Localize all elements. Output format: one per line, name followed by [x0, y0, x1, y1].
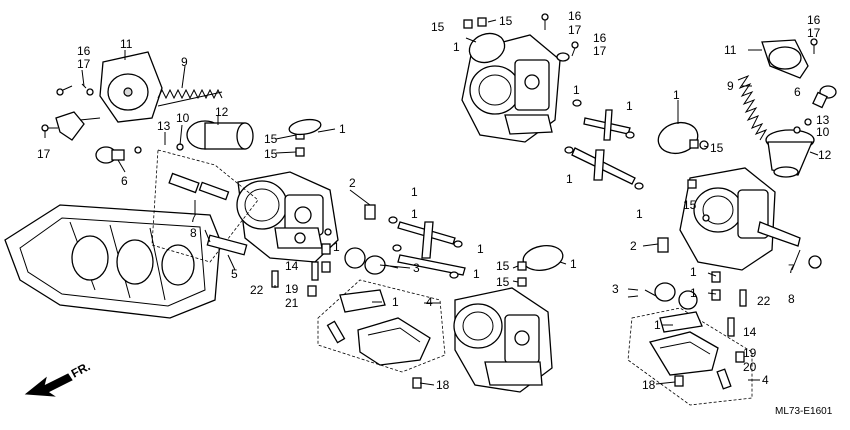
callout-18-mid: 18: [436, 378, 450, 392]
callout-17-left: 17: [77, 57, 91, 71]
direction-label: FR.: [69, 359, 93, 380]
callout-19-right: 19: [743, 346, 757, 360]
callout-3-mid: 3: [413, 261, 420, 275]
callout-6-left: 6: [121, 174, 128, 188]
o-ring-right: [657, 121, 699, 155]
piston-valve-left: [186, 120, 254, 150]
callout-3-right: 3: [612, 282, 619, 296]
callout-1-left-a: 1: [333, 240, 340, 254]
leader-lines: [44, 19, 819, 386]
callout-12-right: 12: [818, 148, 832, 162]
callout-1-mid-oring: 1: [570, 257, 577, 271]
callout-14-left: 14: [285, 259, 299, 273]
callout-9-right: 9: [727, 79, 734, 93]
callout-15-right-b: 15: [683, 198, 697, 212]
callout-15-left-a: 15: [264, 132, 278, 146]
callout-17-clip: 17: [37, 147, 51, 161]
top-cover-right: [761, 39, 809, 79]
carburetor-body-right: [679, 167, 822, 271]
small-hardware: [176, 13, 818, 389]
callout-1-right-oring: 1: [673, 88, 680, 102]
callout-10-right: 10: [816, 125, 830, 139]
callout-11-right: 11: [724, 43, 737, 57]
callout-6-right: 6: [794, 85, 801, 99]
callout-16-left: 16: [77, 44, 91, 58]
float-valve-middle: [344, 247, 399, 275]
callout-12-left: 12: [215, 105, 229, 119]
callout-4-right: 4: [762, 373, 769, 387]
callout-2-right: 2: [630, 239, 637, 253]
throttle-stop-right: [812, 85, 837, 109]
callout-1-top-b: 1: [573, 83, 580, 97]
clip-left: [55, 111, 85, 141]
callout-14-right: 14: [743, 325, 757, 339]
callout-11-left: 11: [120, 37, 133, 51]
callout-16-right: 16: [807, 13, 821, 27]
callout-18-right: 18: [642, 378, 656, 392]
callout-9-left: 9: [181, 55, 188, 69]
callout-1-top-oring: 1: [453, 40, 460, 54]
callout-8-left: 8: [190, 226, 197, 240]
needle-jet-group-left: [151, 149, 259, 263]
diagram-code: ML73-E1601: [775, 406, 833, 417]
callout-1-mid-b: 1: [411, 207, 418, 221]
callout-2-left: 2: [349, 176, 356, 190]
callout-15-top-a: 15: [431, 20, 445, 34]
callout-8-right: 8: [788, 292, 795, 306]
callout-17-right: 17: [807, 26, 821, 40]
carburetor-body-bottom: [453, 287, 553, 393]
spring-left: [157, 88, 223, 107]
callout-13-left: 13: [157, 119, 171, 133]
carburetor-body-left: [236, 171, 339, 263]
callout-20-right: 20: [743, 360, 757, 374]
callout-7-right: 7: [788, 262, 795, 276]
callout-17-top-b: 17: [593, 44, 607, 58]
callout-1-top-e: 1: [636, 207, 643, 221]
callout-5-left: 5: [231, 267, 238, 281]
callout-16-top-b: 16: [593, 31, 607, 45]
spring-right: [737, 74, 768, 141]
callout-17-top-a: 17: [568, 23, 582, 37]
callout-1-top-c: 1: [626, 99, 633, 113]
front-direction-arrow: FR.: [24, 359, 93, 397]
callout-1-right-a: 1: [690, 265, 697, 279]
float-valve-right: [644, 282, 698, 310]
callout-10-left: 10: [176, 111, 190, 125]
callout-22-left: 22: [250, 283, 264, 297]
callout-1-left-oring: 1: [339, 122, 346, 136]
callout-21-left: 21: [285, 296, 299, 310]
float-bowl-group-middle: [317, 279, 446, 373]
callout-4-mid: 4: [426, 295, 433, 309]
callout-1-mid-a: 1: [411, 185, 418, 199]
o-ring-bottom: [522, 245, 564, 271]
top-cover-left: [99, 51, 163, 123]
callout-1-right-b: 1: [690, 286, 697, 300]
screws-left: [41, 83, 94, 132]
diaphragm-right: [765, 129, 815, 178]
callout-15-right-a: 15: [710, 141, 724, 155]
throttle-stop-left: [95, 146, 142, 164]
callout-1-mid-d: 1: [473, 267, 480, 281]
callout-19-left: 19: [285, 282, 299, 296]
callout-15-mid-a: 15: [496, 259, 510, 273]
callout-labels: 11 9 16 17 12 13 10 17 6 15 15 1 7 8 5 2…: [37, 9, 832, 392]
callout-1-right-c: 1: [654, 318, 661, 332]
float-bowl-group-right: [627, 307, 753, 406]
callout-15-top-b: 15: [499, 14, 513, 28]
o-ring-top: [468, 32, 506, 64]
callout-15-mid-b: 15: [496, 275, 510, 289]
callout-7-left: 7: [190, 211, 197, 225]
callout-16-top-a: 16: [568, 9, 582, 23]
callout-15-left-b: 15: [264, 147, 278, 161]
fuel-tubes-top: [564, 99, 644, 190]
callout-1-mid-c: 1: [477, 242, 484, 256]
callout-1-mid-e: 1: [392, 295, 399, 309]
callout-1-top-d: 1: [566, 172, 573, 186]
fuel-tubes-middle: [388, 216, 466, 279]
air-chamber-housing: [4, 204, 221, 319]
callout-22-right: 22: [757, 294, 771, 308]
callout-13-right: 13: [816, 113, 830, 127]
